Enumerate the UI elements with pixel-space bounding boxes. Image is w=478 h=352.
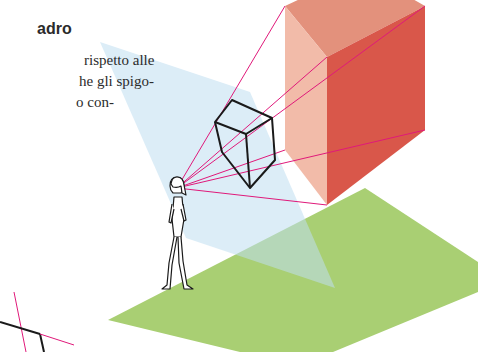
projected-cube xyxy=(215,100,275,188)
body-text-line: o con- xyxy=(76,94,114,111)
observer-figure xyxy=(162,177,193,289)
cube-left-face xyxy=(285,6,327,205)
visual-rays xyxy=(177,6,425,205)
body-text-line: he gli spigo- xyxy=(79,73,154,90)
cropped-figure xyxy=(0,292,74,352)
body-text-line: rispetto alle xyxy=(84,52,154,69)
cube-right-face xyxy=(327,6,425,205)
heading: adro xyxy=(37,20,72,38)
